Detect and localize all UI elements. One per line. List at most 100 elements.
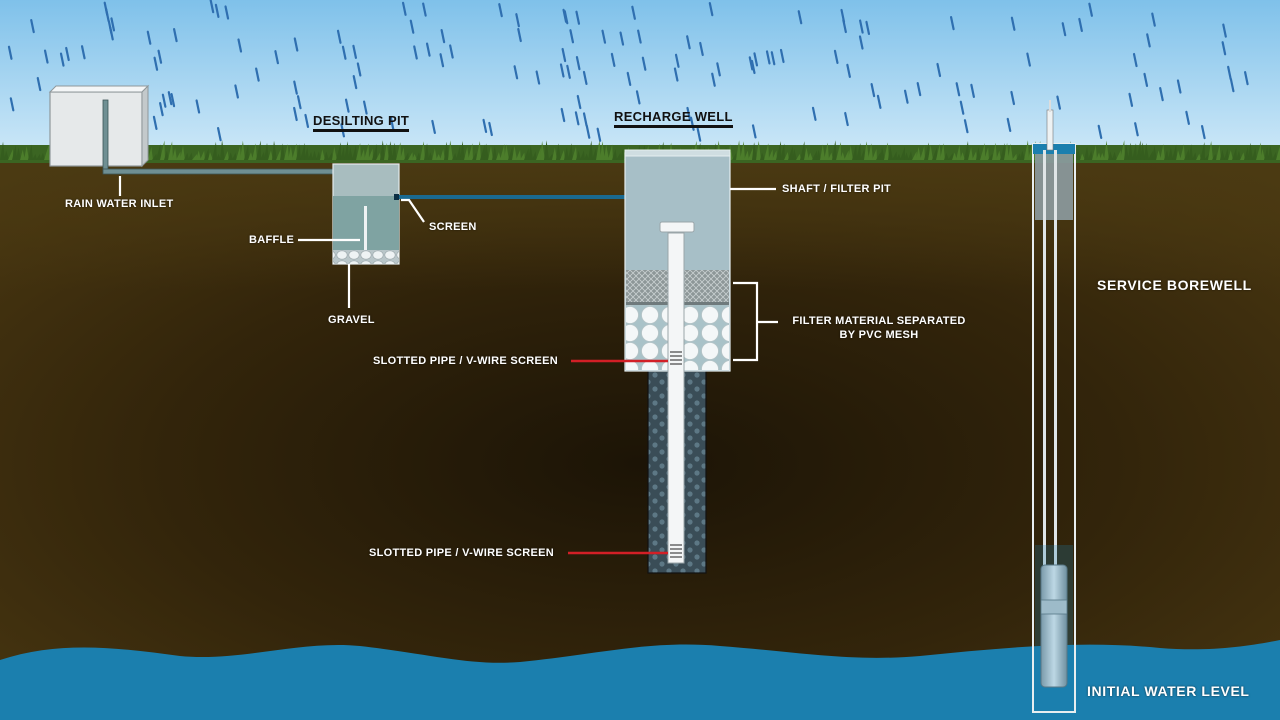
grass-blade: [192, 153, 197, 160]
rain-drop: [362, 100, 368, 115]
grass-blade: [1144, 143, 1149, 160]
rain-drop: [970, 83, 975, 98]
grass-blade: [620, 149, 625, 160]
grass-blade: [256, 140, 261, 160]
rain-drop: [515, 13, 520, 28]
grass-blade: [1020, 150, 1025, 160]
rain-drop: [582, 112, 588, 127]
grass-blade: [196, 150, 201, 160]
rain-drop: [431, 119, 436, 135]
slotted-pipe-upper-label: SLOTTED PIPE / V-WIRE SCREEN: [373, 355, 559, 367]
grass-blade: [748, 148, 753, 160]
grass-blade: [1232, 148, 1237, 160]
rain-drop: [955, 82, 961, 97]
grass-blade: [44, 144, 49, 160]
grass-blade: [32, 153, 37, 160]
grass-blade: [384, 142, 389, 160]
grass-blade: [232, 152, 237, 160]
grass-blade: [1184, 148, 1189, 160]
rain-drop: [876, 94, 882, 109]
rain-drop: [1010, 90, 1016, 106]
grass-blade: [1008, 143, 1013, 160]
grass-blade: [1248, 142, 1253, 160]
grass-blade: [944, 152, 949, 160]
rain-drop: [449, 44, 454, 59]
grass-blade: [568, 143, 573, 160]
grass-blade: [924, 142, 929, 160]
grass-blade: [420, 141, 425, 160]
grass-blade: [504, 144, 509, 160]
grass-blade: [1120, 140, 1125, 160]
grass-blade: [20, 149, 25, 160]
grass-blade: [1236, 150, 1241, 160]
grass-blade: [812, 150, 817, 160]
rain-drop: [1185, 110, 1190, 125]
rain-drop: [109, 26, 114, 41]
grass-blade: [764, 143, 769, 160]
grass-blade: [1212, 153, 1217, 160]
rain-drop: [7, 45, 13, 60]
grass-blade: [8, 149, 13, 160]
grass-blade: [308, 151, 313, 160]
grass-blade: [268, 150, 273, 160]
grass-blade: [1080, 153, 1085, 160]
rain-drop: [765, 50, 771, 65]
grass-blade: [388, 141, 393, 160]
grass-blade: [240, 140, 245, 160]
rain-drop: [637, 29, 642, 44]
grass-blade: [368, 148, 373, 160]
rain-drop: [80, 45, 86, 60]
rain-drop: [214, 3, 220, 18]
rain-drop: [535, 70, 541, 85]
grass-blade: [752, 142, 757, 160]
grass-blade: [1132, 143, 1137, 160]
rain-drop: [401, 1, 407, 16]
grass-blade: [224, 150, 229, 160]
service-borewell-label: SERVICE BOREWELL: [1097, 277, 1252, 293]
grass-blade: [1168, 147, 1173, 160]
grass-blade: [428, 152, 433, 160]
grass-blade: [260, 151, 265, 160]
grass-blade: [788, 146, 793, 160]
grass-blade: [540, 140, 545, 160]
rain-drop: [517, 27, 522, 43]
grass-blade: [908, 151, 913, 160]
grass-blade: [228, 152, 233, 160]
grass-blade: [1220, 149, 1225, 160]
transfer-pipe: [399, 195, 627, 199]
grass-blade: [496, 152, 501, 160]
grass-blade: [364, 143, 369, 160]
rain-water-inlet-label: RAIN WATER INLET: [65, 198, 174, 210]
grass-blade: [436, 153, 441, 160]
grass-blade: [156, 144, 161, 160]
grass-blade: [932, 147, 937, 160]
grass-blade: [372, 144, 377, 160]
grass-blade: [36, 153, 41, 160]
grass-blade: [488, 145, 493, 160]
grass-blade: [984, 147, 989, 160]
grass-blade: [968, 147, 973, 160]
grass-blade: [828, 152, 833, 160]
grass-blade: [972, 151, 977, 160]
rain-drop: [152, 115, 158, 130]
grass-blade: [1252, 147, 1257, 160]
grass-blade: [1240, 152, 1245, 160]
slotted-pipe-pointers: [568, 359, 668, 555]
rain-drop: [352, 75, 358, 90]
rain-drop: [110, 17, 116, 32]
grass-blade: [1196, 153, 1201, 160]
rain-drop: [716, 62, 721, 77]
grass-blade: [1244, 146, 1249, 160]
rain-drop: [170, 93, 176, 108]
grass-blade: [164, 150, 169, 160]
rain-drop: [842, 18, 847, 34]
grass-blade: [1272, 151, 1277, 160]
grass-blade: [484, 143, 489, 160]
grass-blade: [336, 142, 341, 160]
grass-blade: [188, 152, 193, 160]
grass-blade: [448, 140, 453, 160]
grass-blade: [556, 143, 561, 160]
grass-blade: [284, 144, 289, 160]
grass-blade: [1116, 150, 1121, 160]
grass-blade: [756, 140, 761, 160]
